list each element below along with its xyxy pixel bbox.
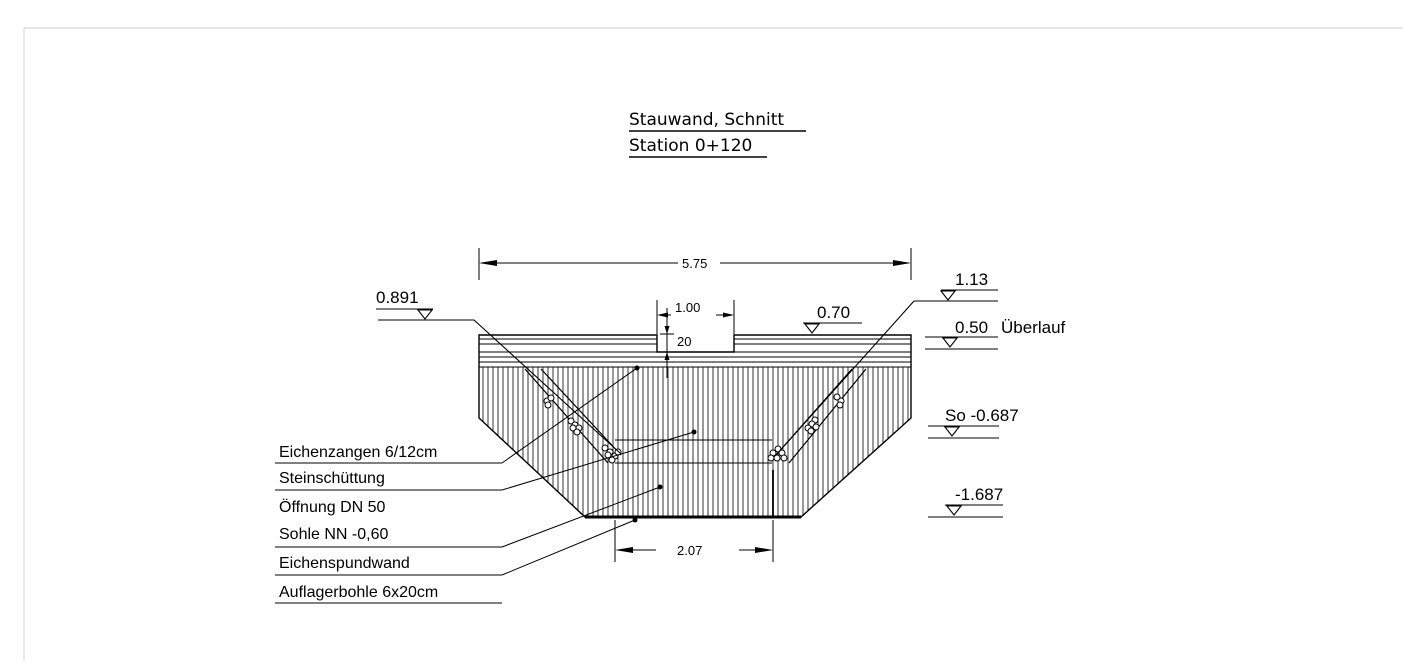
level-left-top-label: 0.891 <box>376 288 419 307</box>
callout-steinschuettung: Steinschüttung <box>279 470 385 487</box>
callout-auflagerbohle: Auflagerbohle 6x20cm <box>279 584 438 601</box>
level-marker-so <box>928 425 999 439</box>
level-notch-edge-label: 0.70 <box>817 303 850 322</box>
level-right-top-label: 1.13 <box>955 270 988 289</box>
level-marker-bottom <box>928 504 1003 518</box>
callout-oeffnung: Öffnung DN 50 <box>279 498 386 516</box>
callout-dots <box>632 365 697 523</box>
drawing-title: Stauwand, Schnitt Station 0+120 <box>629 110 806 158</box>
title-line-1: Stauwand, Schnitt <box>629 110 784 130</box>
level-marker-left-top <box>376 308 621 454</box>
level-overflow-value: 0.50 <box>955 318 988 337</box>
sheet-pile-wall <box>478 334 912 519</box>
level-marker-right-top <box>775 289 998 456</box>
level-marker-notch-edge <box>803 322 862 334</box>
stone-fill <box>524 368 867 464</box>
callout-sohle: Sohle NN -0,60 <box>279 526 388 543</box>
callout-eichenspundwand: Eichenspundwand <box>279 555 410 572</box>
dimension-top-width-label: 5.75 <box>682 256 707 271</box>
dimension-notch-width-label: 1.00 <box>675 300 700 315</box>
dimension-top-width <box>478 248 912 280</box>
sheet-frame <box>23 27 1403 661</box>
level-overflow-label: Überlauf <box>1001 318 1066 337</box>
title-line-2: Station 0+120 <box>629 136 752 156</box>
dimension-bottom-width-label: 2.07 <box>677 543 702 558</box>
callout-eichenzangen: Eichenzangen 6/12cm <box>279 444 437 461</box>
dimension-bottom-width <box>614 520 774 562</box>
dimension-notch-width <box>656 300 735 334</box>
level-so-label: So -0.687 <box>945 406 1019 425</box>
callout-leaders <box>275 367 695 604</box>
level-marker-overflow <box>925 336 998 350</box>
level-bottom-label: -1.687 <box>955 485 1003 504</box>
dimension-notch-depth-label: 20 <box>677 334 691 349</box>
